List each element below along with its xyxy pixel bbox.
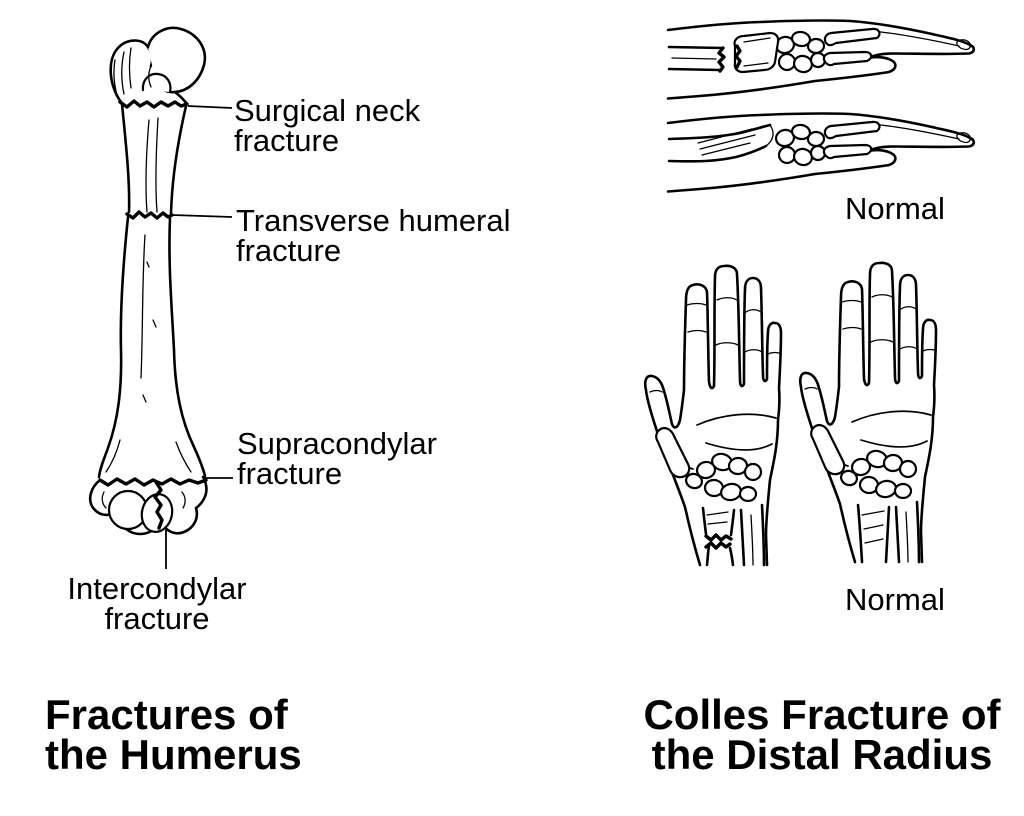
title-fractures-of-the-humerus: Fractures of the Humerus: [45, 691, 302, 778]
humerus-shaft: [97, 102, 207, 479]
surgical-neck-fracture-line: [118, 99, 189, 109]
label-normal-palmar: Normal: [845, 582, 945, 617]
intercondylar-fracture-line: [153, 480, 164, 530]
title-colles-fracture: Colles Fracture of the Distal Radius: [643, 691, 1001, 778]
hand-palmar-normal: [798, 261, 938, 564]
transverse-fracture-line: [125, 210, 174, 220]
label-surgical-neck-fracture: Surgical neck fracture: [234, 93, 421, 158]
supracondylar-fracture-line: [98, 477, 208, 487]
label-supracondylar-fracture: Supracondylar fracture: [237, 426, 437, 491]
lateral-wrist-normal: [666, 112, 976, 193]
label-transverse-humeral-fracture: Transverse humeral fracture: [236, 203, 511, 268]
label-normal-lateral: Normal: [845, 191, 945, 226]
label-intercondylar-fracture: Intercondylar fracture: [67, 571, 247, 636]
humerus-illustration: [88, 26, 233, 569]
lateral-wrist-fractured: [666, 19, 976, 100]
humerus-head: [109, 26, 207, 106]
hand-palmar-fractured: [643, 264, 783, 567]
leader-lines: [165, 105, 233, 569]
